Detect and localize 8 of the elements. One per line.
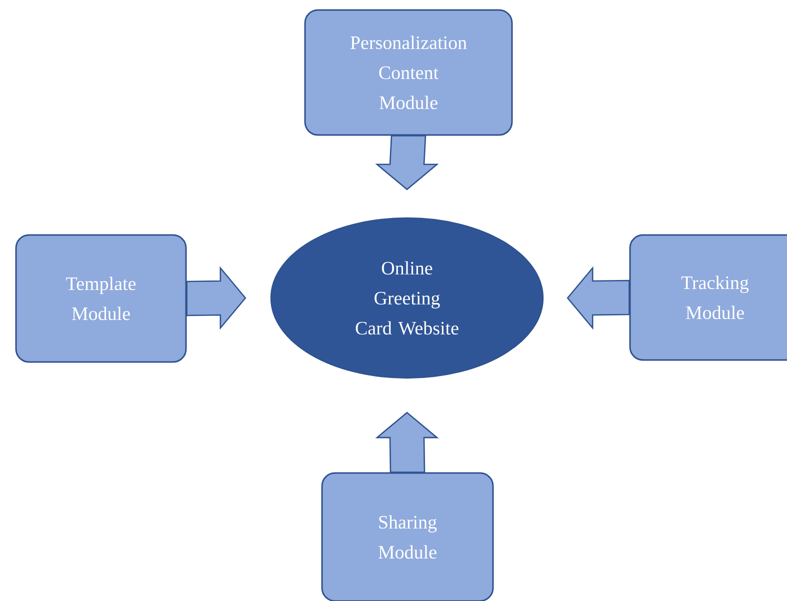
- module-box: Tracking Module: [629, 234, 787, 361]
- block-arrow: [375, 412, 439, 473]
- block-arrow: [375, 135, 439, 190]
- block-arrow: [186, 266, 246, 330]
- block-arrow: [566, 266, 630, 330]
- module-box: Personalization Content Module: [304, 9, 513, 136]
- module-box: Template Module: [15, 234, 187, 363]
- module-box: Sharing Module: [321, 472, 494, 601]
